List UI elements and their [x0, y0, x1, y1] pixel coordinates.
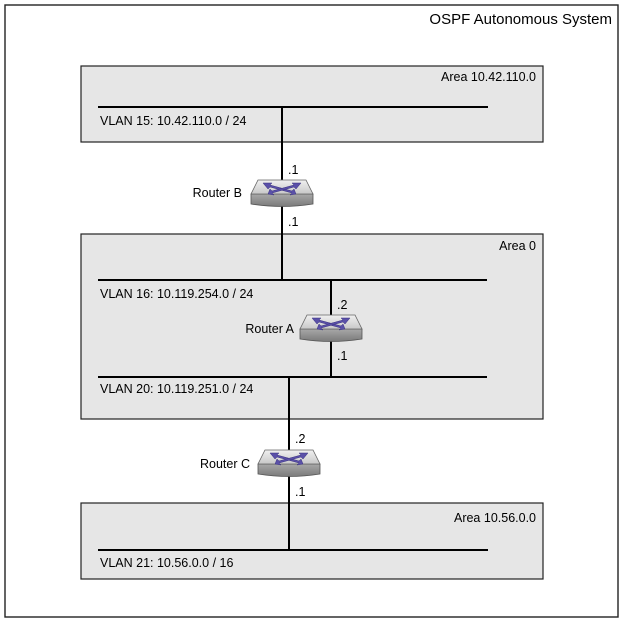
- router-b-top-interface: .1: [288, 163, 298, 177]
- vlan20-label: VLAN 20: 10.119.251.0 / 24: [100, 382, 253, 396]
- router-c-icon[interactable]: [257, 449, 321, 477]
- router-a-top-interface: .2: [337, 298, 347, 312]
- router-b-label: Router B: [193, 186, 242, 200]
- router-b-bottom-interface: .1: [288, 215, 298, 229]
- router-a-icon[interactable]: [299, 314, 363, 342]
- router-b-icon[interactable]: [250, 179, 314, 207]
- vlan16-label: VLAN 16: 10.119.254.0 / 24: [100, 287, 253, 301]
- area-top-label: Area 10.42.110.0: [441, 70, 536, 84]
- router-c-bottom-interface: .1: [295, 485, 305, 499]
- area-bottom-label: Area 10.56.0.0: [454, 511, 536, 525]
- area-bottom-box: [80, 502, 544, 580]
- system-title: OSPF Autonomous System: [429, 11, 612, 28]
- vlan15-label: VLAN 15: 10.42.110.0 / 24: [100, 114, 246, 128]
- vlan21-label: VLAN 21: 10.56.0.0 / 16: [100, 556, 233, 570]
- area-backbone-label: Area 0: [499, 239, 536, 253]
- router-a-label: Router A: [245, 322, 294, 336]
- router-c-label: Router C: [200, 457, 250, 471]
- area-top-box: [80, 65, 544, 143]
- router-c-top-interface: .2: [295, 432, 305, 446]
- router-a-bottom-interface: .1: [337, 349, 347, 363]
